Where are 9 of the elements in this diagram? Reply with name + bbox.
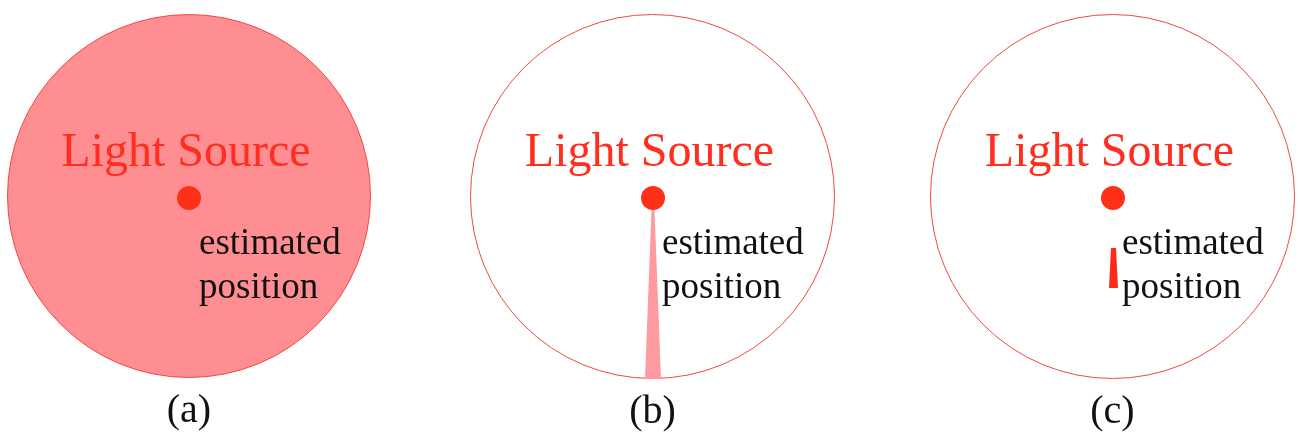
- panel-caption: (a): [166, 386, 212, 432]
- source-label: Light Source: [61, 126, 311, 174]
- source-label: Light Source: [524, 126, 775, 174]
- position-label: estimated position: [662, 220, 804, 308]
- panel-caption: (b): [629, 387, 676, 433]
- position-label: estimated position: [1122, 220, 1264, 308]
- source-label: Light Source: [984, 126, 1235, 174]
- position-label: estimated position: [199, 220, 341, 308]
- panel-caption: (c): [1090, 387, 1135, 433]
